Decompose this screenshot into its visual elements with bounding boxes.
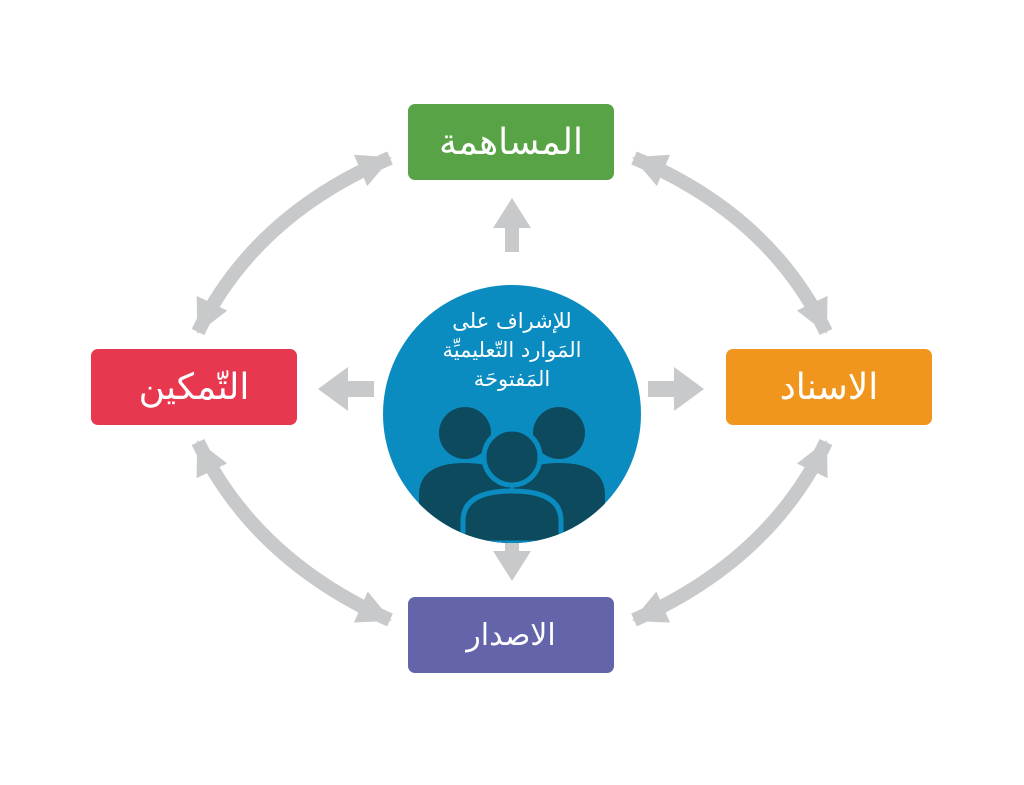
center-title-line: للإشراف على xyxy=(452,309,572,333)
node-empowerment-label: التّمكين xyxy=(138,366,250,408)
center-title: للإشراف على المَوارد التّعليميِّة المَفت… xyxy=(383,307,641,394)
arrow-center-down xyxy=(493,527,531,581)
arrow-center-left xyxy=(318,367,374,411)
node-empowerment: التّمكين xyxy=(91,349,297,425)
arrow-top-left xyxy=(191,151,393,336)
center-circle: للإشراف على المَوارد التّعليميِّة المَفت… xyxy=(383,285,641,543)
center-title-line: المَفتوحَة xyxy=(473,367,551,391)
center-title-line: المَوارد التّعليميِّة xyxy=(442,338,582,362)
node-contribution: المساهمة xyxy=(408,104,614,180)
arrow-center-up xyxy=(493,198,531,252)
arrow-center-right xyxy=(648,367,704,411)
node-support-label: الاسناد xyxy=(779,366,879,408)
node-release: الاصدار xyxy=(408,597,614,673)
node-contribution-label: المساهمة xyxy=(439,121,583,163)
people-group-icon xyxy=(419,407,605,543)
arrow-bottom-right xyxy=(631,438,833,627)
arrow-top-right xyxy=(631,151,833,336)
node-release-label: الاصدار xyxy=(466,617,556,653)
node-support: الاسناد xyxy=(726,349,932,425)
arrow-bottom-left xyxy=(191,438,393,627)
